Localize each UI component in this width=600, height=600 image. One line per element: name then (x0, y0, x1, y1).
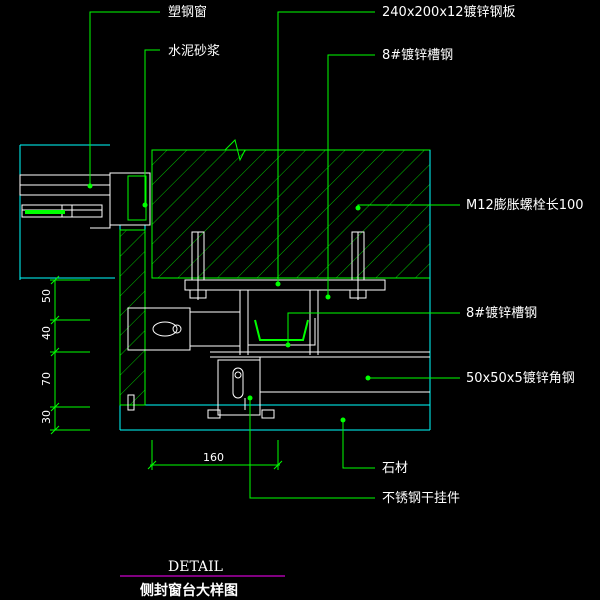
label-bolt: M12膨胀螺栓长100 (466, 198, 584, 213)
leader-lines (89, 11, 460, 499)
label-galv-plate: 240x200x12镀锌钢板 (382, 4, 516, 20)
vertical-dimension-chain (50, 275, 90, 435)
concrete-wall (151, 139, 431, 279)
label-hanger: 不锈钢干挂件 (382, 491, 460, 506)
dim-160: 160 (203, 451, 224, 464)
label-channel-top: 8#镀锌槽钢 (382, 47, 453, 63)
expansion-bolt-left (189, 231, 207, 300)
channel-steel-u (247, 318, 316, 346)
mortar-fill (119, 229, 146, 406)
label-stone: 石材 (382, 461, 408, 476)
leader-dots (87, 183, 371, 423)
connector-plate (127, 307, 241, 351)
dim-50: 50 (40, 289, 53, 303)
label-channel-mid: 8#镀锌槽钢 (466, 305, 537, 321)
label-cement-mortar: 水泥砂浆 (168, 44, 220, 59)
detail-title: DETAIL (168, 559, 223, 575)
horizontal-dimension (147, 440, 283, 470)
detail-subtitle: 侧封窗台大样图 (140, 582, 238, 599)
anchor-pin (127, 394, 135, 411)
dim-40: 40 (40, 326, 53, 340)
window-frame (19, 172, 151, 229)
galv-steel-plate (184, 279, 386, 291)
label-plastic-steel-window: 塑钢窗 (168, 4, 207, 20)
window-sill-flashing (25, 210, 65, 214)
stainless-hanger (207, 359, 275, 419)
expansion-bolt-right (349, 231, 367, 300)
label-angle-steel: 50x50x5镀锌角钢 (466, 370, 575, 386)
dim-70: 70 (40, 372, 53, 386)
dim-30: 30 (40, 410, 53, 424)
